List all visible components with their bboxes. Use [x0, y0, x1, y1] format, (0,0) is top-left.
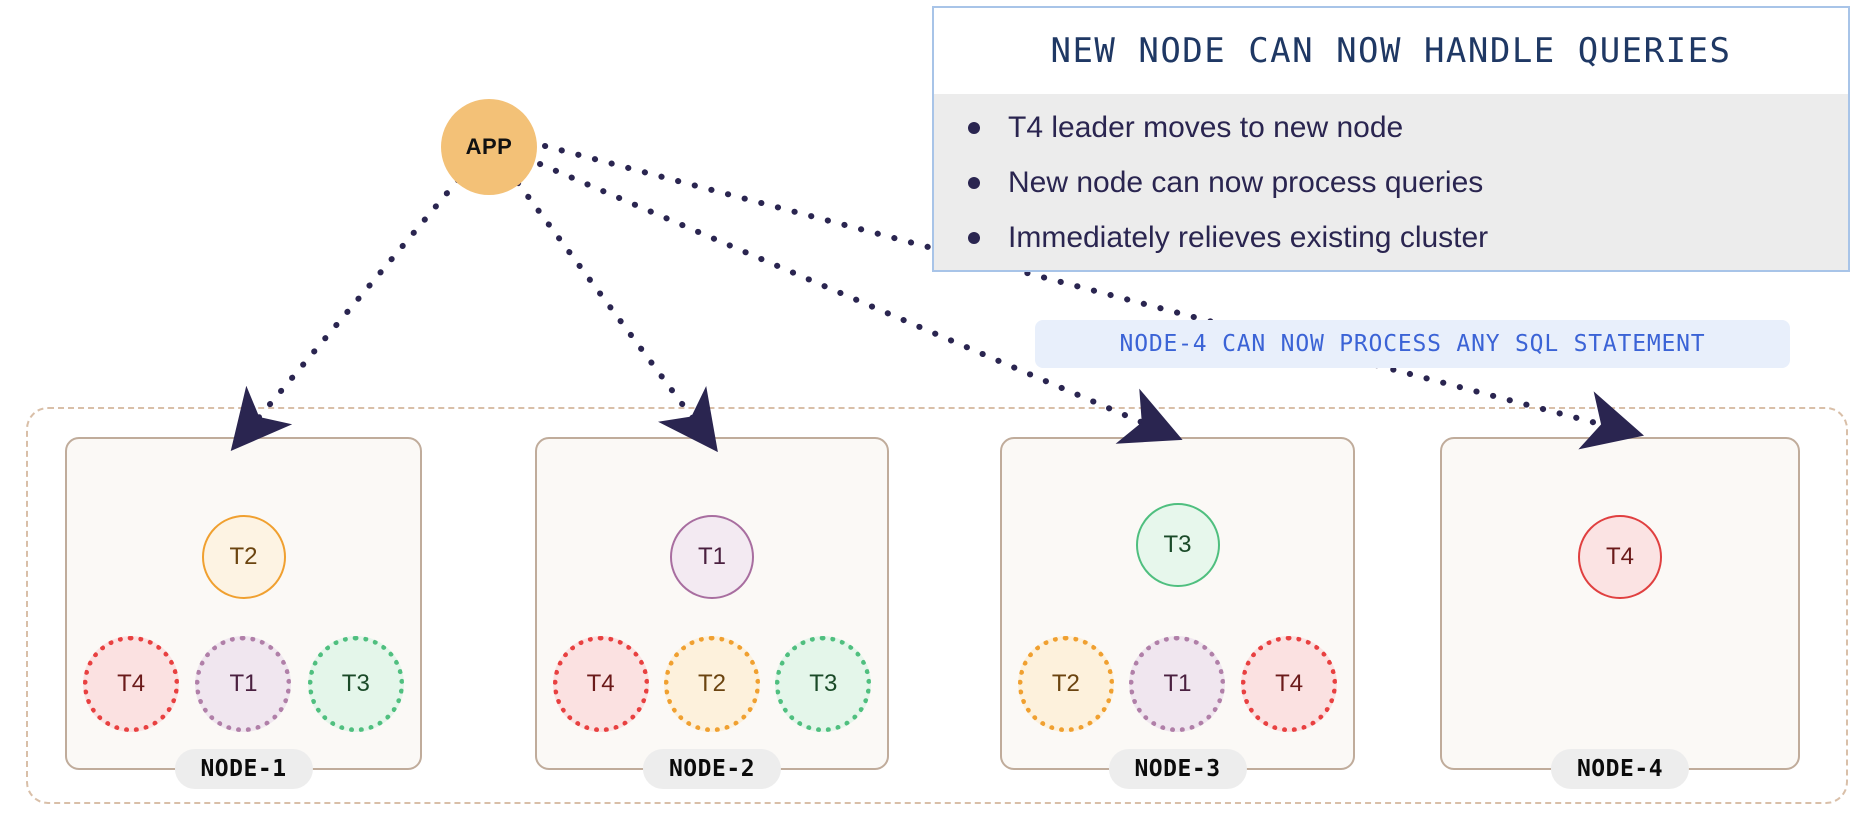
- list-item: Immediately relieves existing cluster: [968, 210, 1848, 265]
- follower-replica-label: T4: [586, 670, 615, 697]
- bullet-icon: [968, 231, 980, 244]
- info-panel-title: NEW NODE CAN NOW HANDLE QUERIES: [934, 8, 1848, 94]
- leader-replica-label: T1: [697, 543, 726, 570]
- follower-replica-label: T1: [1163, 670, 1192, 697]
- node-name-badge: NODE-3: [1108, 749, 1247, 789]
- follower-replica-label: T4: [1275, 670, 1304, 697]
- list-item: New node can now process queries: [968, 155, 1848, 210]
- follower-replica[interactable]: T3: [775, 636, 872, 732]
- follower-replica-group-node-2: T4 T2 T3: [537, 629, 887, 739]
- leader-replica-label: T2: [229, 543, 258, 570]
- follower-replica-group-node-3: T2 T1 T4: [1002, 629, 1353, 739]
- leader-replica-node-4[interactable]: T4: [1578, 515, 1662, 599]
- bullet-icon: [968, 121, 980, 134]
- follower-replica-label: T1: [229, 670, 258, 697]
- callout-banner: NODE-4 CAN NOW PROCESS ANY SQL STATEMENT: [1035, 320, 1790, 368]
- follower-replica[interactable]: T2: [1017, 636, 1114, 732]
- follower-replica[interactable]: T3: [307, 636, 404, 732]
- leader-replica-label: T4: [1605, 543, 1634, 570]
- app-node[interactable]: APP: [441, 99, 537, 195]
- bullet-text: T4 leader moves to new node: [1008, 110, 1404, 144]
- info-panel: NEW NODE CAN NOW HANDLE QUERIES T4 leade…: [932, 6, 1850, 272]
- node-box-node-3[interactable]: T3 T2 T1 T4 NODE-3: [1000, 437, 1355, 789]
- follower-replica[interactable]: T1: [1129, 636, 1226, 732]
- follower-replica-label: T3: [809, 670, 838, 697]
- bullet-text: Immediately relieves existing cluster: [1008, 220, 1489, 254]
- leader-replica-label: T3: [1163, 531, 1192, 558]
- follower-replica-group-node-1: T4 T1 T3: [67, 629, 420, 739]
- app-node-label: APP: [465, 134, 513, 159]
- bullet-icon: [968, 176, 980, 189]
- follower-replica[interactable]: T4: [1241, 636, 1338, 732]
- follower-replica[interactable]: T2: [663, 636, 760, 732]
- node-name-badge: NODE-4: [1550, 749, 1690, 789]
- list-item: T4 leader moves to new node: [968, 100, 1848, 155]
- node-name-badge: NODE-1: [174, 749, 313, 789]
- follower-replica-label: T4: [117, 670, 146, 697]
- leader-replica-node-2[interactable]: T1: [670, 515, 754, 599]
- info-bullet-list: T4 leader moves to new node New node can…: [934, 100, 1848, 265]
- node-box-node-2[interactable]: T1 T4 T2 T3 NODE-2: [535, 437, 889, 789]
- follower-replica-label: T2: [697, 670, 726, 697]
- arrow-app-to-node-2: [515, 180, 718, 453]
- follower-replica[interactable]: T4: [83, 636, 180, 732]
- info-panel-body: T4 leader moves to new node New node can…: [934, 94, 1848, 270]
- node-name-badge: NODE-2: [642, 749, 782, 789]
- leader-replica-node-3[interactable]: T3: [1135, 503, 1220, 587]
- node-box-node-1[interactable]: T2 T4 T1 T3 NODE-1: [65, 437, 422, 789]
- follower-replica-label: T2: [1051, 670, 1080, 697]
- follower-replica[interactable]: T4: [552, 636, 649, 732]
- bullet-text: New node can now process queries: [1008, 165, 1484, 199]
- follower-replica-label: T3: [341, 670, 370, 697]
- arrow-app-to-node-1: [230, 177, 461, 451]
- follower-replica[interactable]: T1: [195, 636, 292, 732]
- leader-replica-node-1[interactable]: T2: [201, 515, 286, 599]
- node-box-node-4[interactable]: T4 NODE-4: [1440, 437, 1800, 789]
